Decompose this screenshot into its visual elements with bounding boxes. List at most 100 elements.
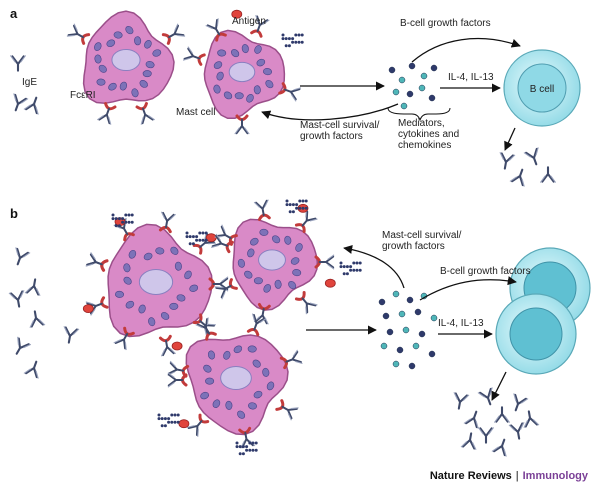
released-granule [297,33,301,37]
mast-cell-granule [250,237,259,246]
mast-cell-granule [119,81,128,91]
mediator-particle [402,326,410,334]
mediator-particle [430,64,438,72]
ige-antibody-highlight [195,317,209,329]
ige-antibody-body [454,392,468,410]
released-granule [130,213,134,217]
ige-antibody [15,247,31,266]
arrow-b-cell-growth [411,37,521,63]
ige-antibody-body [301,210,317,227]
ige-antibody-body [211,235,229,248]
arrow-b-cell-secretion [504,127,516,151]
released-granule [300,40,304,44]
ige-antibody [283,87,302,102]
mast-cell-granule [203,364,212,373]
mast-cell-granule [295,243,303,252]
mast-cell-granule [262,367,270,377]
ige-antibody-highlight [140,114,155,125]
released-granule [111,213,115,217]
fceri-receptor-arc [228,278,238,290]
credit-separator: | [515,470,519,482]
released-granule [281,33,285,37]
released-granule [355,268,359,272]
ige-antibody [214,224,232,240]
released-granule [176,413,180,417]
released-granule [191,242,195,246]
ige-antibody-body [462,432,476,450]
released-granule [287,44,291,48]
mediator-particle [400,102,408,110]
fceri-label: FcεRI [70,90,96,101]
b-cell-nucleus [517,63,567,113]
ige-antibody-body [162,211,175,229]
released-granule [301,199,305,203]
mast-cell-granule [169,302,179,310]
ige-antibody-body [114,332,129,350]
released-granule [157,417,161,421]
mediator-particle [414,308,422,316]
ige-antibody-highlight [160,347,176,357]
ige-antibody [195,317,211,335]
ige-antibody-body [26,278,40,296]
released-granule [111,217,115,221]
ige-antibody-body [524,147,538,166]
ige-antibody-body [16,247,30,266]
ige-antibody-highlight [204,323,216,336]
ige-antibody-body [255,199,268,217]
released-granule [185,235,189,239]
mast-cell-granule [212,399,221,408]
mediator-particle [428,350,436,358]
ige-antibody-body [318,255,335,269]
released-granule [201,231,205,235]
released-granule [238,445,242,449]
ige-antibody-highlight [24,286,41,296]
mast-cell-granule [292,269,302,277]
ige-antibody [477,387,493,406]
antigen [231,9,243,19]
mediator-particle [408,62,416,70]
released-granule [201,238,205,242]
mast-cell-granule [290,257,300,265]
secreted-ige-group [499,147,557,187]
released-granule [284,37,288,41]
mast-cell-granule [254,45,262,54]
released-granule [167,420,171,424]
ige-antibody-highlight [113,339,127,351]
ige-antibody-highlight [17,336,32,349]
mast-cell-granule [113,31,123,39]
mast-cell-granule [125,26,134,35]
mast-cell-granule [184,270,192,280]
released-granule [235,441,239,445]
mast-cell-granule [223,350,231,360]
mast-cell-granule [248,402,257,410]
mast-cell-granule [263,284,271,293]
mediator-particle [392,360,400,368]
ige-antibody-body [256,15,269,33]
mediator-particle [392,290,400,298]
released-granule [238,452,242,456]
mast-cell-granule [225,400,233,410]
ige-antibody-body [30,310,44,328]
released-granule [198,238,202,242]
fceri-receptor-arc [81,33,91,45]
released-granule [130,220,134,224]
mast-cell-granule [233,345,243,354]
ige-antibody-body [500,152,514,170]
ige-antibody-highlight [23,104,39,115]
ige-antibody-highlight [291,87,302,102]
released-granule [163,424,167,428]
ige-antibody-highlight [523,418,540,428]
released-granule [160,424,164,428]
mediator-particle [418,84,426,92]
mast-cell-granule [263,68,272,76]
panel-a-letter: a [10,6,18,21]
ige-antibody-body [24,360,38,379]
free-ige-group-b [8,247,80,379]
ige-antibody-highlight [167,372,175,388]
mediator-particle [382,312,390,320]
ige-antibody-body [11,55,25,72]
mast-cell-granule [274,279,282,289]
ige-antibody [205,18,221,36]
ige-antibody [281,405,299,421]
released-granule [294,33,298,37]
